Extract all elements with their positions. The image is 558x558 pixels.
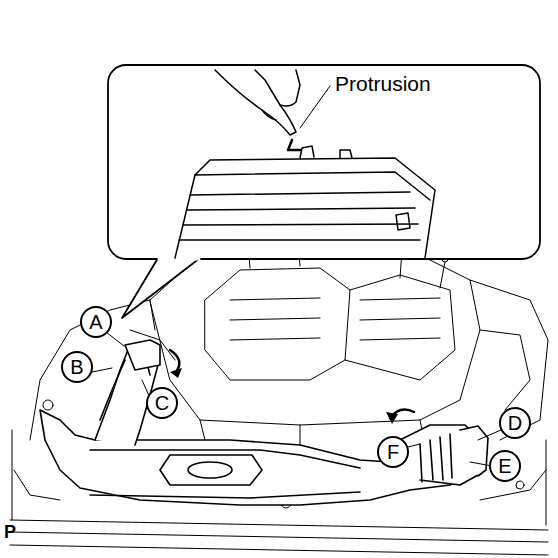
- callout-letter: B: [70, 357, 83, 377]
- callout-circle: C: [146, 387, 178, 419]
- callout-letter: C: [155, 393, 169, 413]
- callout-letter: F: [387, 442, 399, 462]
- callout-letter: D: [508, 413, 522, 433]
- callout-circle: F: [377, 436, 409, 468]
- view-marker: P: [4, 523, 16, 543]
- callout-circle: E: [489, 450, 521, 482]
- part-label: Protrusion: [335, 72, 431, 95]
- callout-circle: D: [499, 407, 531, 439]
- callout-circle: B: [61, 351, 93, 383]
- callout-letter: E: [498, 456, 511, 476]
- callout-letter: A: [89, 312, 102, 332]
- callout-circle: A: [80, 306, 112, 338]
